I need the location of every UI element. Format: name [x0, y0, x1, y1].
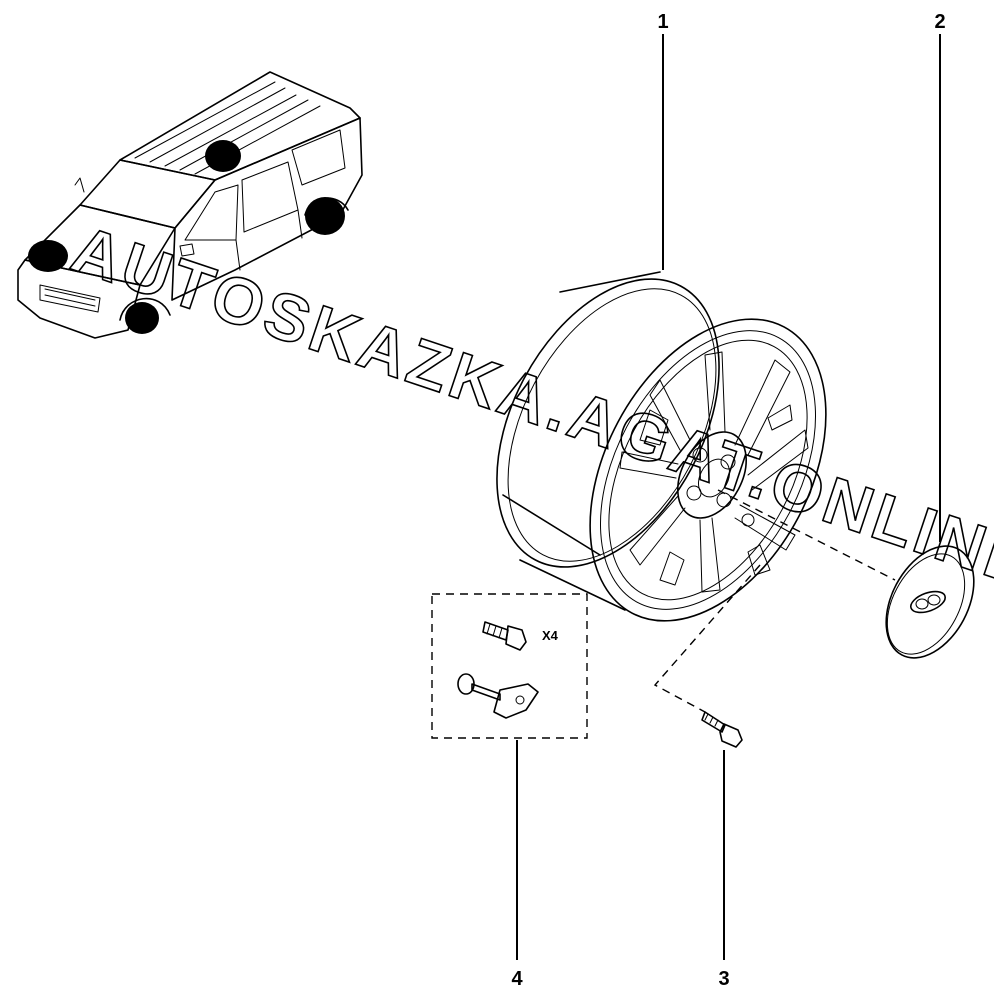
callout-1: 1: [657, 11, 668, 33]
callout-2: 2: [934, 11, 945, 33]
assembly-lines: [653, 489, 896, 713]
center-cap: [885, 545, 975, 659]
anti-theft-kit: [431, 593, 588, 739]
kit-quantity-label: X4: [542, 628, 559, 643]
vehicle-locator: [17, 71, 363, 339]
wheel-rim: [496, 271, 827, 622]
leader-lines: [516, 34, 941, 960]
callout-3: 3: [718, 968, 729, 990]
wheel-bolt: [701, 711, 743, 748]
callout-4: 4: [511, 968, 523, 990]
watermark-text: AUTOSKAZKA.AGAT.ONLINE: [64, 211, 994, 602]
